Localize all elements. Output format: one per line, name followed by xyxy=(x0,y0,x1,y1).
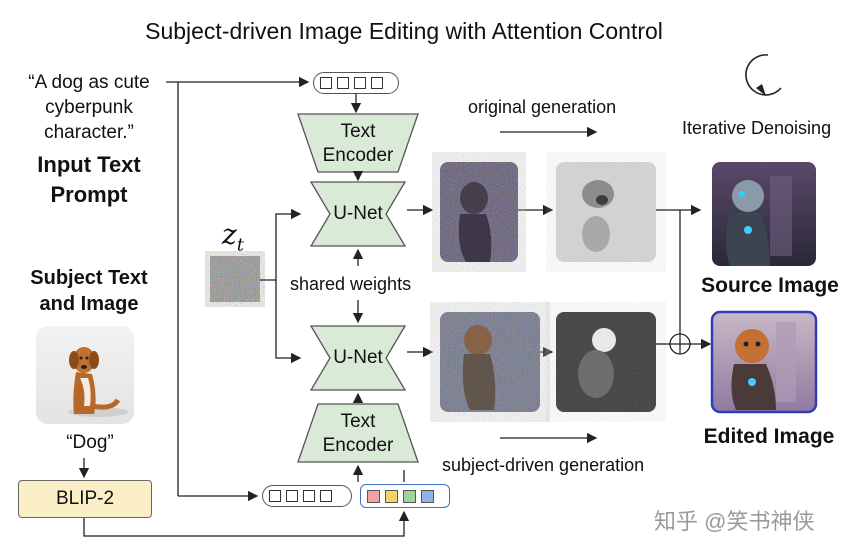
edited-image xyxy=(710,310,818,414)
subject-token xyxy=(385,489,398,503)
subject-token xyxy=(421,489,434,503)
subject-token xyxy=(403,489,416,503)
encoder-line-1: Text xyxy=(340,121,376,142)
subject-label: Subject Text and Image xyxy=(10,265,168,317)
edited-image-label: Edited Image xyxy=(703,425,835,448)
subject-label-line-1: Subject Text xyxy=(30,267,148,289)
encoder-line-1: Text xyxy=(340,411,376,432)
subject-driven-generation-label: subject-driven generation xyxy=(442,455,645,475)
original-generation-label: original generation xyxy=(468,97,617,117)
unet-bottom xyxy=(309,325,407,391)
input-prompt-quote: “A dog as cute cyberpunk character.” xyxy=(14,70,164,145)
subject-dog-image xyxy=(36,326,134,424)
quote-line-3: character.” xyxy=(44,122,134,143)
token xyxy=(337,77,349,89)
multimodal-token-group xyxy=(360,484,450,508)
noisy-image-top xyxy=(440,162,518,262)
token xyxy=(320,77,332,89)
token xyxy=(269,490,281,502)
input-label-line-1: Input Text xyxy=(37,152,141,177)
token xyxy=(354,77,366,89)
diagram-title: Subject-driven Image Editing with Attent… xyxy=(145,18,663,44)
unet-bottom-label: U-Net xyxy=(333,347,383,368)
attention-map-bottom xyxy=(556,312,656,412)
text-encoder-top xyxy=(297,113,419,173)
quote-line-2: cyberpunk xyxy=(45,97,133,118)
encoder-line-2: Encoder xyxy=(322,435,394,456)
blip2-block: BLIP-2 xyxy=(18,480,152,518)
subject-label-line-2: and Image xyxy=(39,293,139,315)
text-token-group-top xyxy=(313,72,399,94)
text-encoder-bottom-label: Text Encoder xyxy=(298,410,418,458)
token xyxy=(371,77,383,89)
source-image xyxy=(712,162,816,266)
token xyxy=(303,490,315,502)
text-token-group-bottom xyxy=(262,485,352,507)
token xyxy=(286,490,298,502)
input-text-prompt-label: Input Text Prompt xyxy=(14,150,164,210)
shared-weights-label: shared weights xyxy=(290,274,412,294)
noisy-image-bottom xyxy=(440,312,540,412)
text-encoder-top-label: Text Encoder xyxy=(298,120,418,168)
input-label-line-2: Prompt xyxy=(50,182,128,207)
watermark: 知乎 @笑书神侠 xyxy=(654,509,815,534)
source-image-label: Source Image xyxy=(701,274,839,297)
latent-subscript: t xyxy=(236,234,244,256)
encoder-line-2: Encoder xyxy=(322,145,394,166)
quote-line-1: “A dog as cute xyxy=(28,72,150,93)
token xyxy=(320,490,332,502)
iterative-denoising-label: Iterative Denoising xyxy=(682,118,832,138)
unet-top xyxy=(309,181,407,247)
subject-token xyxy=(367,489,380,503)
subject-text: “Dog” xyxy=(66,432,114,453)
unet-top-label: U-Net xyxy=(333,203,383,224)
latent-label: zt xyxy=(222,218,244,256)
iterative-denoising-icon xyxy=(745,54,782,96)
latent-symbol: z xyxy=(222,218,237,251)
text-encoder-bottom xyxy=(297,403,419,463)
attention-map-top xyxy=(556,162,656,262)
